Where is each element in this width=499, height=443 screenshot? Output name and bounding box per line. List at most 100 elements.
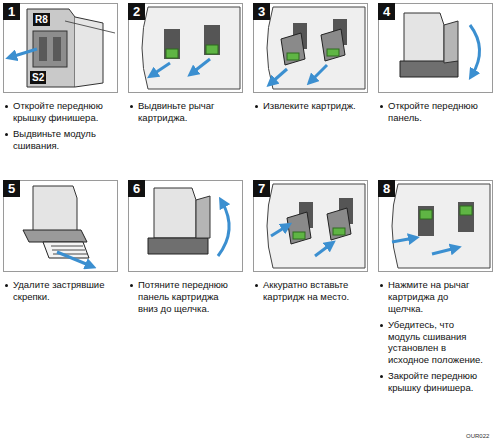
instruction-text: Потяните переднюю панель картриджа вниз …	[138, 279, 236, 315]
bullet-dot	[130, 105, 133, 108]
bullet-dot	[5, 105, 8, 108]
finisher-illustration	[11, 9, 115, 87]
cartridge-illustration-part	[281, 33, 305, 65]
step-number: 2	[128, 3, 145, 20]
bullet-item: Нажмите на рычаг картриджа до щелчка.	[379, 279, 486, 315]
step-number: 1	[3, 3, 20, 20]
bullet-dot	[5, 133, 8, 136]
bullet-dot	[255, 105, 258, 108]
lever-illustration-part	[432, 248, 456, 254]
cartridge-illustration-part	[154, 188, 196, 238]
lever-illustration-part	[166, 49, 178, 58]
bullet-dot	[130, 284, 133, 287]
bullet-item: Извлеките картридж.	[254, 100, 361, 112]
cartridge-illustration-part	[148, 238, 208, 254]
cartridge-illustration-part	[267, 184, 365, 268]
bullet-item: Откройте переднюю крышку финишера.	[4, 100, 111, 124]
step-instructions: Потяните переднюю панель картриджа вниз …	[129, 279, 236, 319]
bullet-item: Убедитесь, что модуль сшивания установле…	[379, 319, 486, 367]
bullet-item: Потяните переднюю панель картриджа вниз …	[129, 279, 236, 315]
bullet-item: Выдвиньте рычаг картриджа.	[129, 100, 236, 124]
bullet-item: Аккуратно вставьте картридж на место.	[254, 279, 361, 303]
finisher-illustration-part	[11, 49, 37, 57]
step-number: 4	[378, 3, 395, 20]
bullet-item: Выдвиньте модуль сшивания.	[4, 128, 111, 152]
cartridge-illustration-part	[267, 7, 365, 89]
lever-illustration-part	[206, 45, 218, 54]
finisher-illustration-part	[75, 17, 103, 87]
finisher-illustration-part	[39, 37, 47, 61]
part-label: S2	[30, 71, 46, 84]
cartridge-illustration-part	[321, 29, 345, 61]
bullet-item: Закройте переднюю крышку финишера.	[379, 370, 486, 394]
cartridge-illustration-part	[327, 208, 351, 240]
figure-code: OUR022	[466, 433, 489, 439]
cartridge-illustration-part	[271, 226, 287, 236]
staples-illustration-part	[23, 230, 87, 242]
instruction-text: Нажмите на рычаг картриджа до щелчка.	[388, 279, 486, 315]
step-number: 6	[128, 180, 145, 197]
instruction-text: Удалите застрявшие скрепки.	[13, 279, 111, 303]
finisher-illustration-part	[33, 31, 67, 67]
cartridge-illustration-part	[315, 244, 331, 256]
bullet-item: Откройте переднюю панель.	[379, 100, 486, 124]
instruction-text: Откройте переднюю крышку финишера.	[13, 100, 111, 124]
step-panel: 4Откройте переднюю панель.	[378, 3, 493, 93]
instruction-text: Аккуратно вставьте картридж на место.	[263, 279, 361, 303]
cartridge-illustration	[148, 188, 229, 256]
step-number: 3	[253, 3, 270, 20]
step-panel: 1Откройте переднюю крышку финишера.Выдви…	[3, 3, 118, 93]
step-panel: 8Нажмите на рычаг картриджа до щелчка.Уб…	[378, 180, 493, 272]
step-panel: 5Удалите застрявшие скрепки.	[3, 180, 118, 272]
lever-illustration-part	[420, 210, 432, 219]
instruction-text: Извлеките картридж.	[263, 100, 356, 112]
cartridge-illustration-part	[271, 69, 287, 83]
step-instructions: Выдвиньте рычаг картриджа.	[129, 100, 236, 128]
lever-illustration-part	[164, 29, 180, 59]
staples-illustration-part	[52, 250, 85, 251]
lever-illustration-part	[392, 184, 490, 268]
part-label: R8	[33, 13, 50, 26]
lever-illustration-part	[152, 63, 170, 75]
step-panel: 6Потяните переднюю панель картриджа вниз…	[128, 180, 243, 272]
bullet-dot	[380, 324, 383, 327]
finisher-illustration-part	[65, 21, 115, 33]
step-instructions: Аккуратно вставьте картридж на место.	[254, 279, 361, 307]
cartridge-illustration-part	[404, 13, 444, 63]
lever-illustration-part	[418, 206, 434, 236]
step-number: 8	[378, 180, 395, 197]
bullet-dot	[255, 284, 258, 287]
step-instructions: Удалите застрявшие скрепки.	[4, 279, 111, 307]
cartridge-illustration-part	[327, 49, 339, 56]
finisher-illustration-part	[27, 9, 75, 87]
step-instructions: Откройте переднюю крышку финишера. Выдвин…	[4, 100, 111, 156]
cartridge-illustration	[267, 7, 365, 89]
cartridge-illustration-part	[400, 61, 458, 77]
step-instructions: Нажмите на рычаг картриджа до щелчка. Убе…	[379, 279, 486, 398]
lever-illustration-part	[192, 59, 210, 73]
lever-illustration-part	[460, 206, 472, 215]
step-panel: 3Извлеките картридж.	[253, 3, 368, 93]
cartridge-illustration-part	[287, 212, 311, 244]
lever-illustration	[142, 7, 240, 89]
instruction-text: Убедитесь, что модуль сшивания установле…	[388, 319, 486, 367]
instruction-text: Откройте переднюю панель.	[388, 100, 486, 124]
bullet-item: Удалите застрявшие скрепки.	[4, 279, 111, 303]
instruction-text: Выдвиньте модуль сшивания.	[13, 128, 111, 152]
step-panel: 7Аккуратно вставьте картридж на место.	[253, 180, 368, 272]
step-instructions: Откройте переднюю панель.	[379, 100, 486, 128]
lever-illustration-part	[392, 238, 414, 242]
instruction-text: Выдвиньте рычаг картриджа.	[138, 100, 236, 124]
bullet-dot	[380, 284, 383, 287]
cartridge-illustration-part	[470, 25, 480, 75]
cartridge-illustration-part	[333, 228, 345, 235]
step-instructions: Извлеките картридж.	[254, 100, 361, 116]
cartridge-illustration-part	[218, 202, 229, 256]
bullet-dot	[380, 375, 383, 378]
cartridge-illustration-part	[196, 196, 210, 238]
staples-illustration-part	[57, 252, 91, 266]
instruction-text: Закройте переднюю крышку финишера.	[388, 370, 486, 394]
cartridge-illustration-part	[311, 65, 327, 81]
step-number: 5	[3, 180, 20, 197]
cartridge-illustration	[400, 13, 480, 77]
